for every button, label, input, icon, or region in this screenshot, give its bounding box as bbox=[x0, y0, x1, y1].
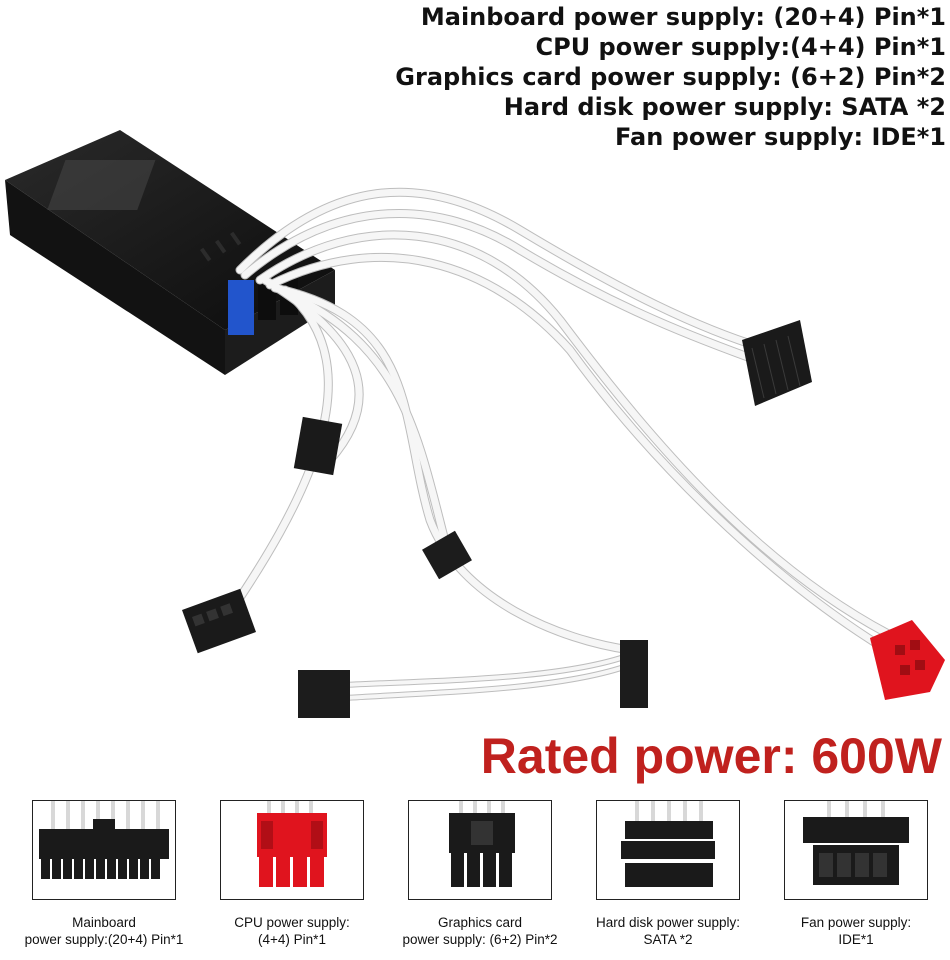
connector-card-fan: Fan power supply: IDE*1 bbox=[766, 800, 946, 948]
pcie-8pin-plug bbox=[182, 588, 256, 654]
red-pcie-plug bbox=[870, 620, 945, 700]
connector-label-line1: CPU power supply: bbox=[234, 915, 350, 930]
psu-unit bbox=[5, 130, 335, 375]
connector-label-line2: power supply:(20+4) Pin*1 bbox=[24, 932, 184, 947]
connector-card-graphics: Graphics card power supply: (6+2) Pin*2 bbox=[390, 800, 570, 948]
connector-label-line1: Hard disk power supply: bbox=[595, 915, 741, 930]
connector-thumbnails: Mainboard power supply:(20+4) Pin*1 CPU … bbox=[0, 800, 950, 960]
sata-connector-icon bbox=[596, 800, 740, 900]
molex-plug bbox=[298, 670, 350, 718]
pcie-8pin-connector-icon bbox=[408, 800, 552, 900]
spec-cpu: CPU power supply:(4+4) Pin*1 bbox=[535, 33, 946, 61]
fan-3pin-plug bbox=[422, 530, 472, 580]
psu-blue-socket bbox=[228, 280, 254, 335]
connector-label-line2: IDE*1 bbox=[838, 932, 874, 947]
connector-label-line2: (4+4) Pin*1 bbox=[258, 932, 326, 947]
connector-card-hard-disk: Hard disk power supply: SATA *2 bbox=[578, 800, 758, 948]
molex-connector-icon bbox=[784, 800, 928, 900]
connector-label-line1: Mainboard bbox=[72, 915, 136, 930]
connector-label-line1: Graphics card bbox=[437, 915, 523, 930]
connector-card-mainboard: Mainboard power supply:(20+4) Pin*1 bbox=[14, 800, 194, 948]
spec-mainboard: Mainboard power supply: (20+4) Pin*1 bbox=[420, 3, 946, 31]
atx-24pin-connector-icon bbox=[32, 800, 176, 900]
sata-plug bbox=[620, 640, 648, 708]
rated-power-label: Rated power: 600W bbox=[480, 728, 942, 784]
cpu-8pin-connector-icon bbox=[220, 800, 364, 900]
cpu-4pin-plug-top bbox=[293, 416, 343, 476]
atx-24pin-plug bbox=[742, 320, 812, 406]
spec-graphics: Graphics card power supply: (6+2) Pin*2 bbox=[395, 63, 946, 91]
connector-card-cpu: CPU power supply: (4+4) Pin*1 bbox=[202, 800, 382, 948]
connector-label-line2: power supply: (6+2) Pin*2 bbox=[402, 932, 558, 947]
connector-label-line1: Fan power supply: bbox=[800, 915, 912, 930]
psu-product-illustration bbox=[5, 130, 945, 718]
connector-label-line2: SATA *2 bbox=[643, 932, 693, 947]
spec-list: Mainboard power supply: (20+4) Pin*1 CPU… bbox=[326, 2, 946, 152]
spec-hard-disk: Hard disk power supply: SATA *2 bbox=[503, 93, 946, 121]
spec-fan: Fan power supply: IDE*1 bbox=[615, 123, 946, 151]
